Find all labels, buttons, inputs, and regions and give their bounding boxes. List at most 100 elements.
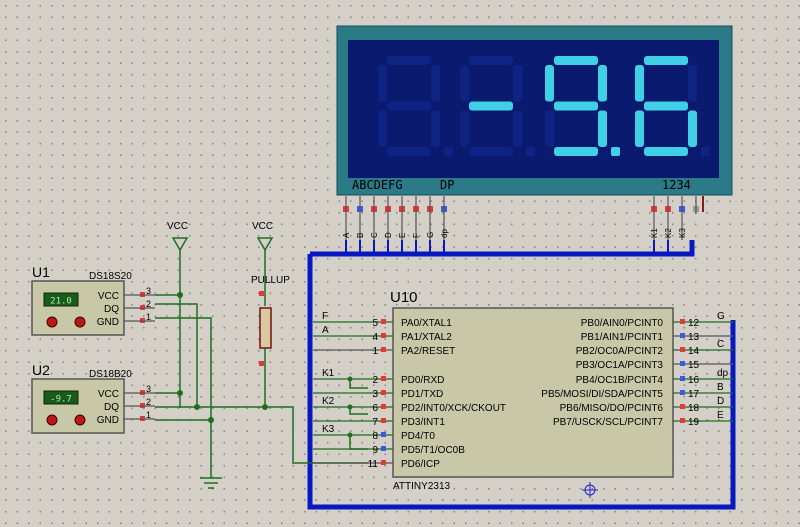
- seven-segment-display[interactable]: ABCDEFG DP 1234: [336, 25, 733, 196]
- pin-square: [680, 361, 685, 366]
- digit-pin-label: K3: [678, 228, 687, 238]
- mcu-pin-name: PD0/RXD: [401, 375, 444, 386]
- net-label: E: [717, 410, 724, 421]
- mcu-pin-name: PD5/T1/OC0B: [401, 445, 465, 456]
- segment-e: [460, 110, 469, 147]
- bus-lines: [307, 240, 736, 510]
- mcu-pin-name: PB7/USCK/SCL/PCINT7: [553, 417, 663, 428]
- pin-square: [680, 319, 685, 324]
- pin-square: [680, 418, 685, 423]
- segment-pin-label: E: [398, 233, 407, 238]
- mcu-pin-name: PA1/XTAL2: [401, 332, 452, 343]
- display-dp-label: DP: [440, 178, 454, 192]
- pin-square: [381, 418, 386, 423]
- net-label: A: [322, 325, 329, 336]
- mcu-pin-number: 12: [688, 318, 700, 329]
- wire-junctions: [177, 292, 268, 423]
- segment-c: [431, 110, 440, 147]
- segment-f: [635, 65, 644, 102]
- segment-b: [431, 65, 440, 102]
- segment-dp: [701, 147, 710, 156]
- mcu-pin-number: 13: [688, 332, 700, 343]
- pullup-label: PULLUP: [251, 275, 290, 286]
- sensor-pin-name: VCC: [98, 291, 119, 302]
- segment-f: [545, 65, 554, 102]
- mcu-pin-number: 16: [688, 375, 700, 386]
- mcu-pin-name: PB4/OC1B/PCINT4: [576, 375, 664, 386]
- mcu-pin-name: PB5/MOSI/DI/SDA/PCINT5: [541, 389, 663, 400]
- pin-square: [381, 390, 386, 395]
- mcu-pin-number: 17: [688, 389, 700, 400]
- mcu-pin-number: 18: [688, 403, 700, 414]
- sensor-ref: U1: [32, 264, 50, 280]
- display-digits: [378, 56, 710, 156]
- segment-g: [469, 101, 513, 111]
- mcu-ref: U10: [390, 289, 418, 306]
- net-label: B: [717, 382, 724, 393]
- svg-text:VCC: VCC: [252, 221, 273, 232]
- segment-c: [688, 110, 697, 147]
- segment-b: [688, 65, 697, 102]
- mcu-pin-name: PB1/AIN1/PCINT1: [581, 332, 664, 343]
- mcu-pin-number: 1: [372, 346, 378, 357]
- digit-pin-label: K1: [650, 228, 659, 238]
- mcu-pin-name: PA2/RESET: [401, 346, 455, 357]
- mcu-pin-name: PD1/TXD: [401, 389, 443, 400]
- mcu-pin-name: PB0/AIN0/PCINT0: [581, 318, 664, 329]
- pin-square: [381, 446, 386, 451]
- mcu-pin-number: 3: [372, 389, 378, 400]
- pin-square: [381, 347, 386, 352]
- mcu-right-pins: 12PB0/AIN0/PCINT0G13PB1/AIN1/PCINT114PB2…: [541, 311, 733, 428]
- net-label: K2: [322, 396, 335, 407]
- mcu-pin-number: 4: [372, 332, 378, 343]
- sensor-pin-name: GND: [97, 317, 119, 328]
- segment-pin-label: C: [370, 232, 379, 238]
- segment-c: [598, 110, 607, 147]
- net-label: K1: [322, 368, 335, 379]
- segment-f: [460, 65, 469, 102]
- segment-dp: [611, 147, 620, 156]
- sensor-pin-number: 3: [146, 384, 151, 394]
- segment-c: [513, 110, 522, 147]
- mcu-pin-number: 14: [688, 346, 700, 357]
- pullup-resistor[interactable]: PULLUP: [251, 275, 290, 408]
- display-segment-label: ABCDEFG: [352, 178, 403, 192]
- net-label: K3: [322, 424, 335, 435]
- pin-square: [381, 319, 386, 324]
- segment-d: [469, 147, 513, 156]
- pin-square: [381, 376, 386, 381]
- pin-square: [680, 390, 685, 395]
- segment-g: [554, 101, 598, 111]
- mcu-pin-number: 9: [372, 445, 378, 456]
- mcu-key-wiring: [349, 379, 368, 450]
- net-label: dp: [717, 368, 729, 379]
- pin-square: [680, 376, 685, 381]
- sensor-pin-number: 2: [146, 397, 151, 407]
- screw-icon: [46, 316, 58, 328]
- mcu-pin-name: PA0/XTAL1: [401, 318, 452, 329]
- segment-pin-label: A: [342, 232, 351, 238]
- segment-d: [644, 147, 688, 156]
- sensor-pin-name: VCC: [98, 389, 119, 400]
- net-label: G: [717, 311, 725, 322]
- sensor-reading: 21.0: [50, 297, 72, 307]
- segment-a: [554, 56, 598, 65]
- display-digit-label: 1234: [662, 178, 691, 192]
- sensor-part: DS18S20: [89, 271, 132, 282]
- mcu-pin-number: 19: [688, 417, 700, 428]
- mcu-pin-name: PB3/OC1A/PCINT3: [576, 360, 664, 371]
- mcu-pin-number: 5: [372, 318, 378, 329]
- pin-square: [381, 460, 386, 465]
- segment-b: [598, 65, 607, 102]
- pin-square: [680, 347, 685, 352]
- mcu-pin-number: 15: [688, 360, 700, 371]
- segment-a: [387, 56, 431, 65]
